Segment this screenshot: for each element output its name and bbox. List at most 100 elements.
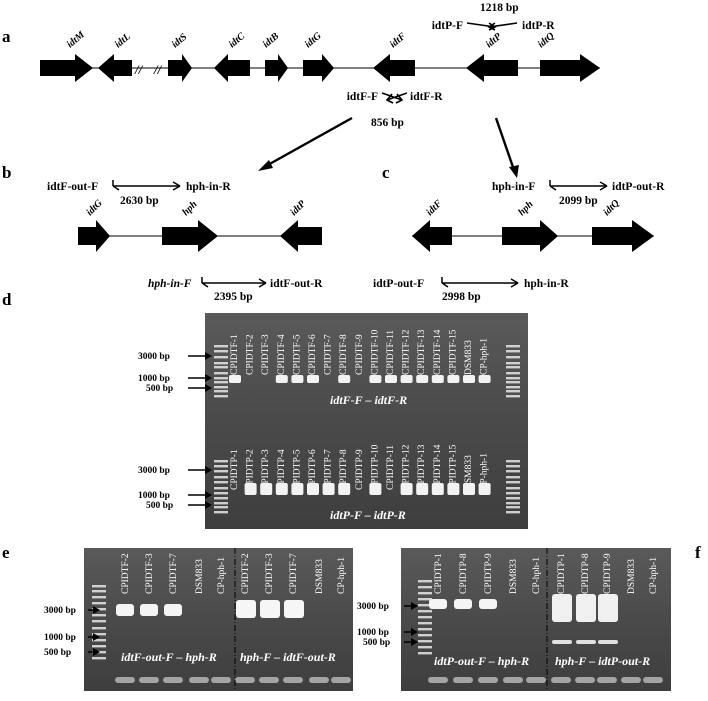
- gene-label-hph-c: hph: [516, 199, 535, 218]
- gel-e-primer-dimer: [139, 677, 159, 683]
- ladder-d-top-right-band: [506, 345, 520, 348]
- gel-d-bottom-band: [463, 483, 475, 495]
- gel-f-left-band: [454, 599, 472, 609]
- gel-f-primer-dimer: [453, 677, 473, 683]
- panel-label-b: b: [2, 163, 11, 182]
- ladder-d-top-right-band: [506, 381, 520, 384]
- ladder-e-band: [92, 596, 106, 599]
- lane-f-left-label: CPIDTP-9: [484, 553, 494, 594]
- gene-arrow-idtF: [373, 54, 415, 82]
- gel-e: [84, 548, 353, 691]
- gel-d-bottom-band: [322, 483, 335, 495]
- primer-idtP-F: idtP-F: [432, 20, 463, 32]
- ladder-d-bottom-band: [214, 465, 228, 468]
- gel-e-left-caption: idtF-out-F – hph-R: [121, 650, 217, 664]
- lane-f-right-label: CPIDTP-1: [557, 553, 567, 594]
- break-mark-1: //: [134, 62, 144, 77]
- gel-e-primer-dimer: [115, 677, 135, 683]
- gel-e-primer-dimer: [211, 677, 231, 683]
- ladder-d-top-band: [214, 381, 228, 384]
- primer-c-top-fwd: hph-in-F: [492, 181, 535, 193]
- gene-arrow-idtP-b: [280, 220, 322, 252]
- primer-idtF-R: idtF-R: [410, 91, 443, 103]
- gel-f-right-caption: hph-F – idtP-out-R: [555, 654, 650, 668]
- lane-d-top-label: CPIDTF-14: [433, 329, 443, 375]
- gel-f-primer-dimer: [575, 677, 595, 683]
- gel-d-bottom-band: [416, 483, 429, 495]
- lane-d-bottom-label: CPIDTP-11: [386, 445, 396, 490]
- panel-a-gene-map: idtM idtL // // idtS idtC idtB idtG idtF…: [40, 2, 600, 178]
- gel-f-primer-dimer: [643, 677, 663, 683]
- panel-c-gene-map: idtF hph idtQ hph-in-F idtP-out-R 2099 b…: [373, 180, 665, 303]
- gel-e-primer-dimer: [235, 677, 255, 683]
- primer-c-bottom-size: 2998 bp: [442, 291, 481, 303]
- ladder-f-band: [418, 622, 432, 625]
- gel-d-top-band: [307, 375, 319, 383]
- panel-label-d: d: [2, 290, 12, 309]
- lane-e-left-label: CP-hph-1: [217, 557, 227, 594]
- lane-e-right-label: CPIDTF-3: [265, 553, 275, 594]
- lane-d-bottom-label: CPIDTP-10: [370, 444, 380, 490]
- gene-arrow-idtS: [168, 54, 192, 82]
- ladder-d-bottom-right-band: [506, 511, 520, 514]
- lane-d-top-label: CPIDTF-6: [308, 334, 318, 375]
- gel-d-top-band: [463, 375, 475, 383]
- lane-d-bottom-label: CPIDTP-12: [402, 444, 412, 490]
- lane-d-top-label: CPIDTF-8: [339, 334, 349, 375]
- lane-d-bottom-label: CPIDTP-2: [246, 449, 256, 490]
- ladder-f-arrows: [404, 602, 418, 646]
- ladder-f-band: [418, 616, 432, 619]
- lane-d-bottom-label: CPIDTP-6: [308, 449, 318, 490]
- primer-size-idtP: 1218 bp: [480, 2, 519, 14]
- gene-arrow-idtM: [40, 54, 93, 82]
- ladder-d-bottom-band: [214, 497, 228, 500]
- gel-f: [401, 548, 671, 691]
- gel-f-left-band: [429, 599, 447, 609]
- gel-f-right-band: [552, 594, 572, 622]
- ladder-e-band: [92, 585, 106, 588]
- gel-f-right-minor-band: [598, 640, 618, 644]
- gel-f-primer-dimer: [428, 677, 448, 683]
- ladder-e-band: [92, 608, 106, 611]
- ladder-f-band: [418, 634, 432, 637]
- ladder-e-band: [92, 633, 106, 636]
- gene-label-idtS: idtS: [170, 31, 190, 50]
- ladder-d-bottom-right-band: [506, 502, 520, 505]
- lane-d-bottom-label: CPIDTP-15: [448, 444, 458, 490]
- gel-f-primer-dimer: [597, 677, 617, 683]
- ladder-d-top-band: [214, 350, 228, 353]
- primer-c-bottom-fwd: idtP-out-F: [373, 278, 424, 290]
- gel-d-top-band: [400, 375, 413, 383]
- lane-d-top-label: CPIDTF-7: [324, 334, 334, 375]
- ladder-d-bottom-right-band: [506, 506, 520, 509]
- ladder-f-band: [418, 580, 432, 583]
- gel-d-bottom-band: [400, 483, 413, 495]
- lane-d-top-label: CPIDTF-3: [261, 334, 271, 375]
- ladder-d-top-band: [214, 356, 228, 359]
- ladder-d-bottom-band: [214, 511, 228, 514]
- ladder-d-bottom-band: [214, 506, 228, 509]
- ladder-d-bottom-right-band: [506, 460, 520, 463]
- ladder-f-band: [418, 592, 432, 595]
- gel-d-bottom-band: [431, 483, 444, 495]
- ladder-d-top-band: [214, 377, 228, 380]
- gel-f-right-band: [598, 594, 618, 622]
- lane-d-top-label: CPIDTF-4: [277, 334, 287, 375]
- gel-d-top-band: [447, 375, 460, 383]
- lane-d-top-label: CPIDTF-15: [448, 329, 458, 375]
- ladder-d-bottom-right-band: [506, 465, 520, 468]
- primer-b-top-size: 2630 bp: [120, 195, 159, 207]
- primer-b-bottom-rev: idtF-out-R: [270, 278, 323, 290]
- lane-d-top-label: CP-hph-1: [480, 338, 490, 375]
- gel-d-top-band: [291, 375, 304, 383]
- lane-d-top-label: CPIDTF-12: [402, 329, 412, 375]
- ladder-d-bottom-band: [214, 470, 228, 473]
- gel-f-right-minor-band: [552, 640, 572, 644]
- gel-d-bottom-band: [275, 483, 288, 495]
- gel-e-right-band: [236, 600, 256, 618]
- ladder-f-band: [418, 598, 432, 601]
- lane-d-bottom-label: CPIDTP-3: [261, 449, 271, 490]
- lane-f-right-label: DSM833: [627, 559, 637, 594]
- ladder-d-top-band: [214, 390, 228, 393]
- lane-d-top-label: CPIDTF-9: [355, 334, 365, 375]
